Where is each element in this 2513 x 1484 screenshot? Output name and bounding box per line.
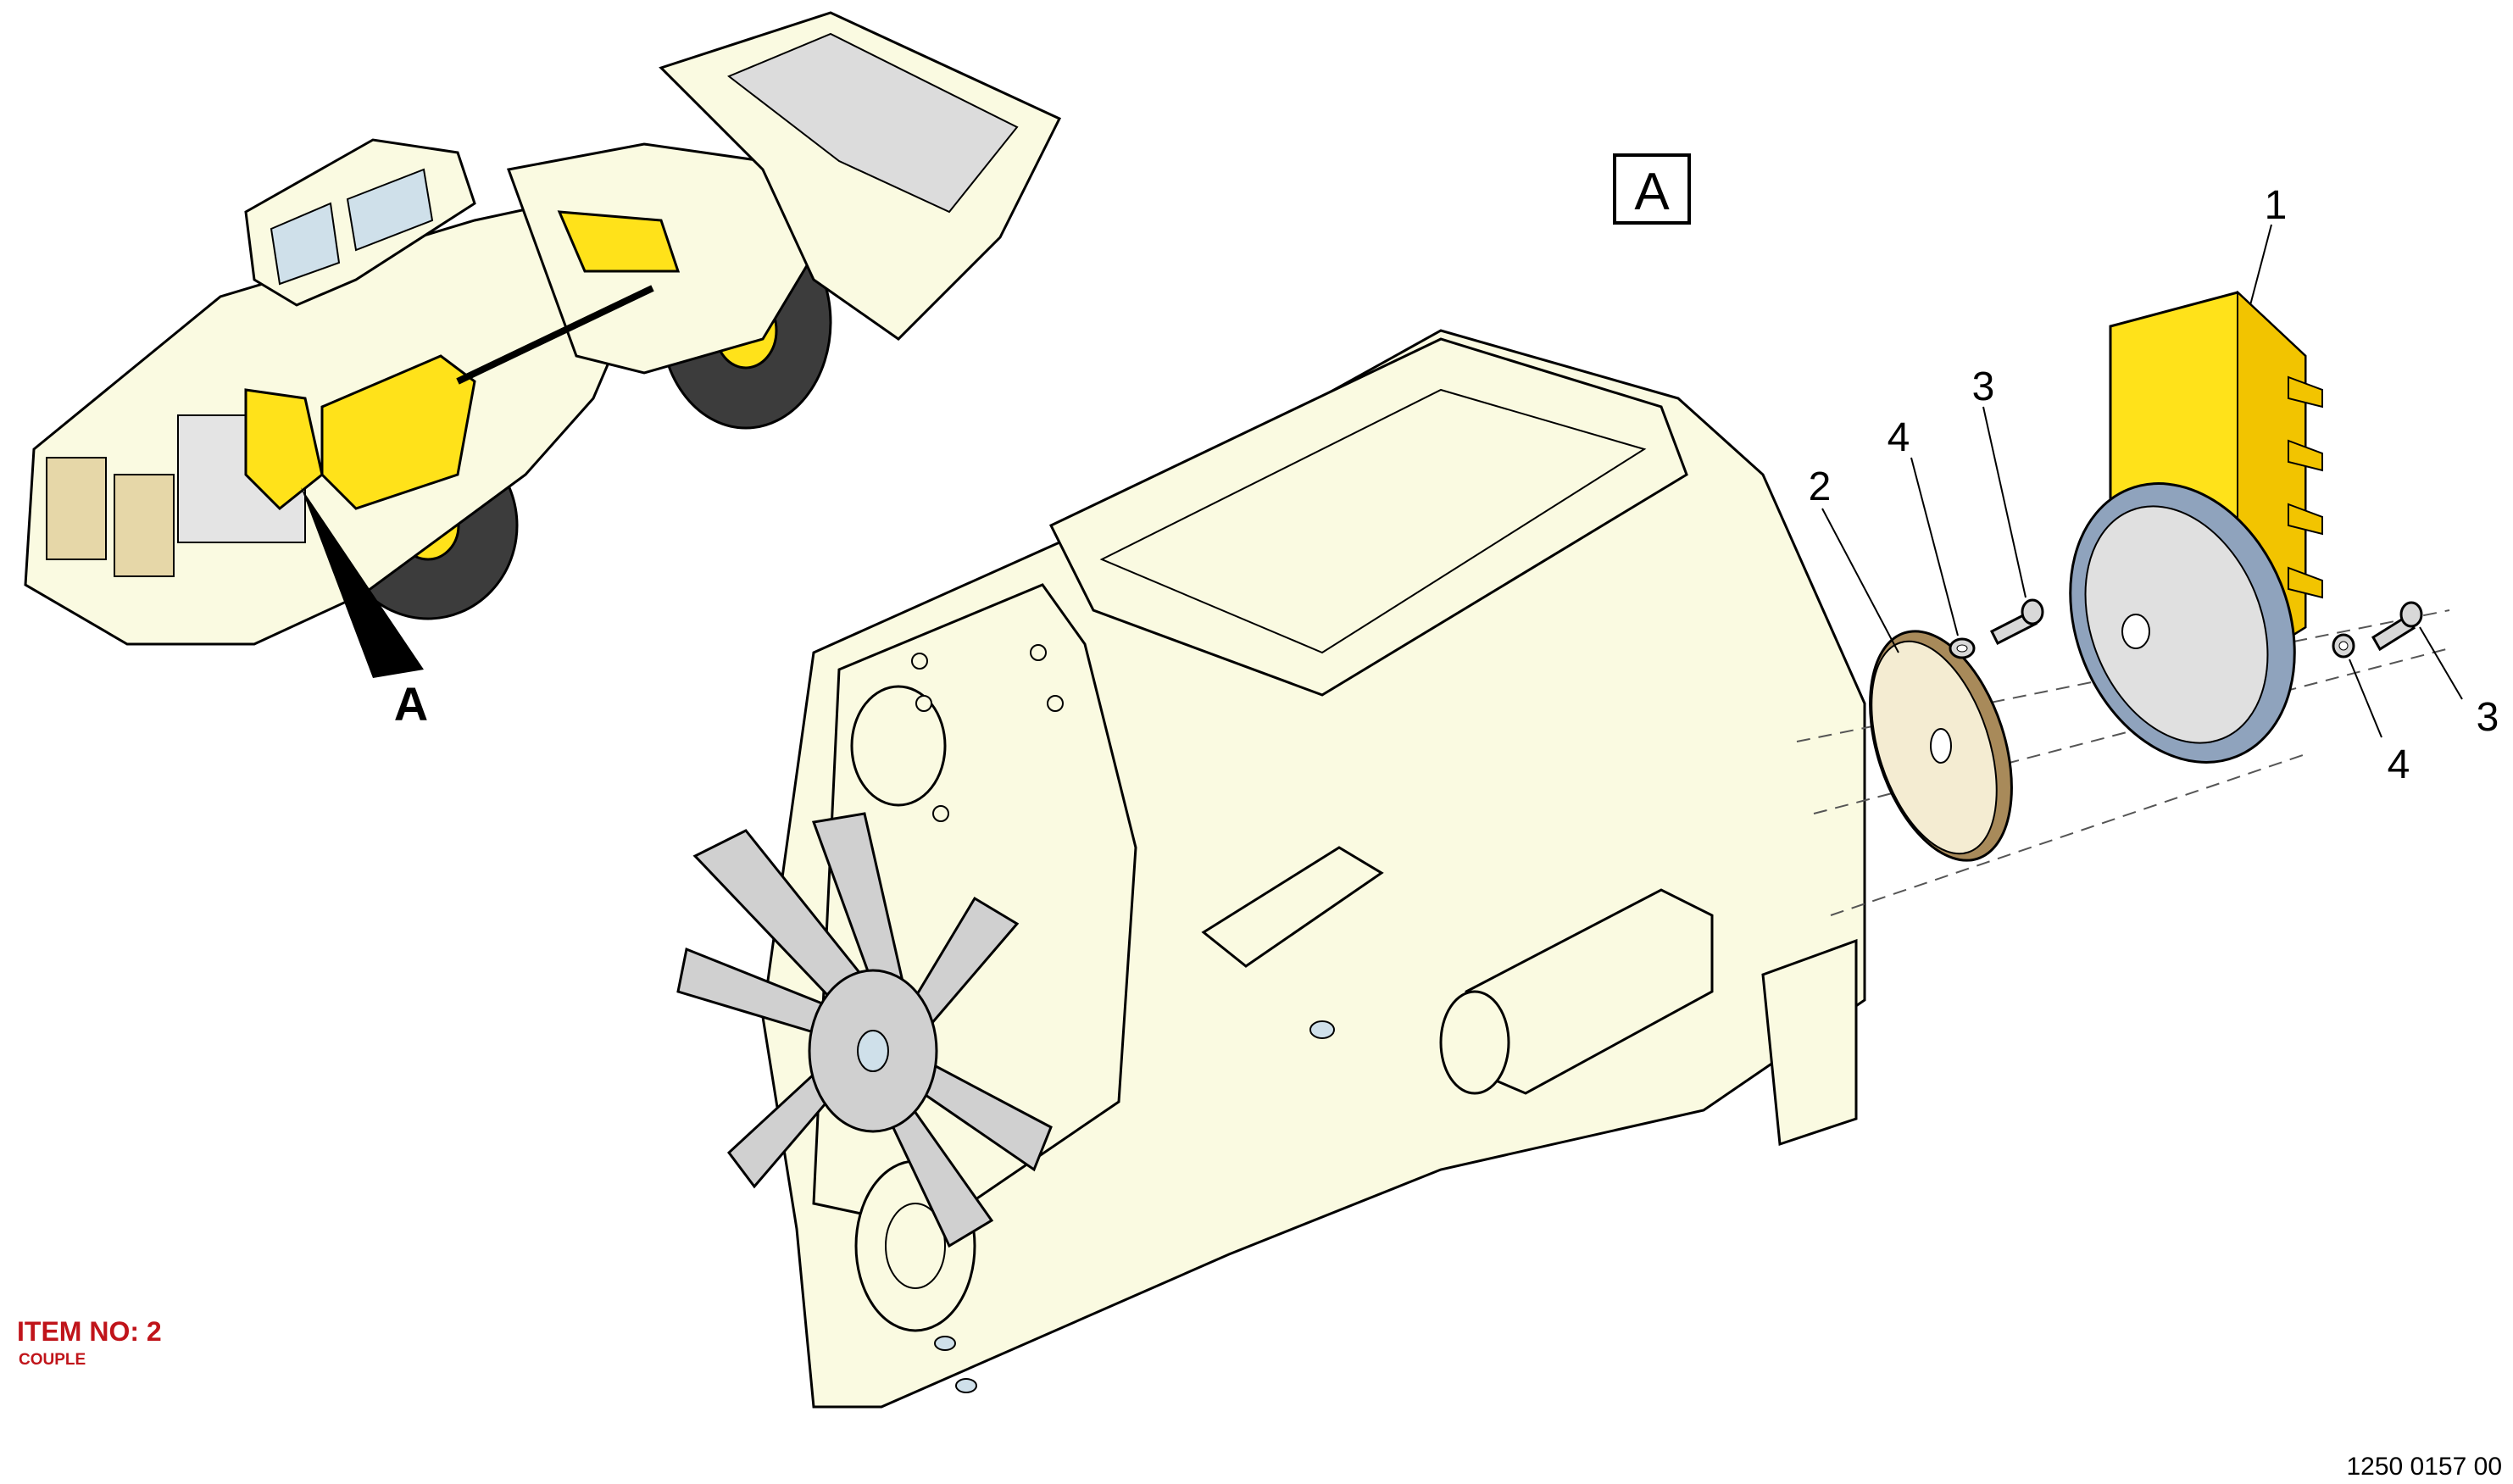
radiator-grille-right [114, 474, 175, 577]
part-1-flywheel-housing [2069, 290, 2323, 764]
callout-3-right: 3 [2477, 695, 2499, 740]
callout-leaders [1821, 224, 2463, 738]
part-2-coupling-disc [1869, 630, 2013, 862]
drawing-number: 1250 0157 00 [2346, 1453, 2502, 1481]
driveline-highlight [244, 388, 324, 511]
callout-3-top: 3 [1972, 364, 1995, 409]
engine-assembly [761, 329, 1866, 1409]
part-3-bolt-right [2371, 601, 2423, 652]
item-description-label: COUPLE [19, 1351, 86, 1369]
callout-4-top: 4 [1888, 415, 1910, 460]
engine-mount-bracket [1761, 938, 1858, 1147]
callout-4-right: 4 [2388, 742, 2410, 787]
callout-2: 2 [1809, 464, 1832, 509]
callout-1: 1 [2265, 183, 2288, 228]
part-4-washer-top [1949, 637, 1976, 659]
view-box: A [1613, 153, 1691, 225]
view-marker-pointer [301, 487, 424, 678]
part-4-washer-right [2332, 633, 2355, 659]
view-box-letter: A [1634, 163, 1670, 221]
part-3-bolt-top [1989, 598, 2044, 646]
view-marker-label: A [394, 677, 428, 731]
item-number-label: ITEM NO: 2 [17, 1316, 162, 1347]
radiator-grille-left [46, 457, 107, 560]
cooling-fan [676, 812, 1053, 1248]
loader-overview-illustration: A [24, 11, 1062, 731]
